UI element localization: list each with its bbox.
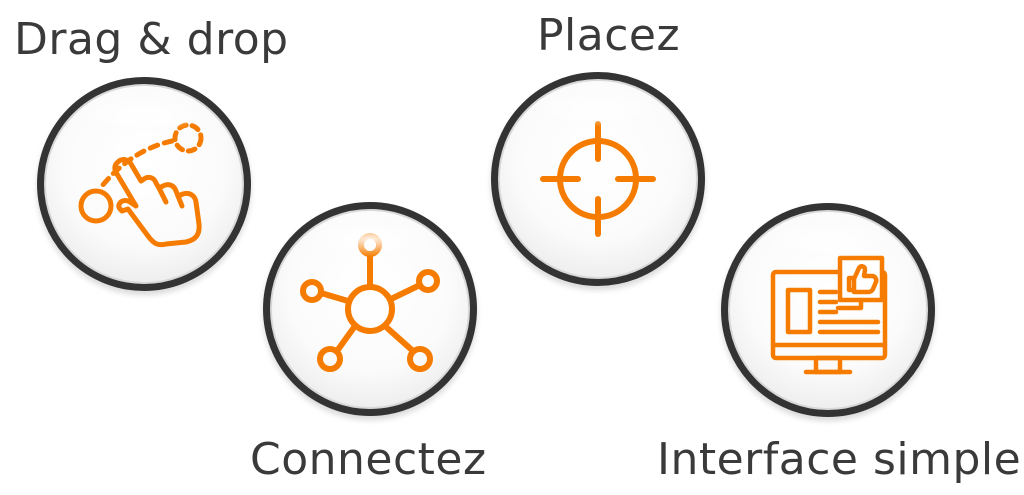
connect-badge[interactable] — [263, 202, 477, 416]
drag-drop-icon — [78, 122, 204, 248]
place-badge[interactable] — [491, 72, 705, 286]
interface-badge[interactable] — [721, 203, 935, 417]
crosshair-icon — [540, 121, 656, 237]
drag-drop-label: Drag & drop — [14, 14, 289, 65]
interface-label: Interface simple — [657, 434, 1022, 485]
connect-label: Connectez — [250, 434, 487, 485]
place-label: Placez — [537, 10, 681, 61]
monitor-thumbs-up-icon — [770, 255, 888, 375]
drag-drop-badge[interactable] — [37, 77, 251, 291]
network-nodes-icon — [300, 233, 440, 372]
